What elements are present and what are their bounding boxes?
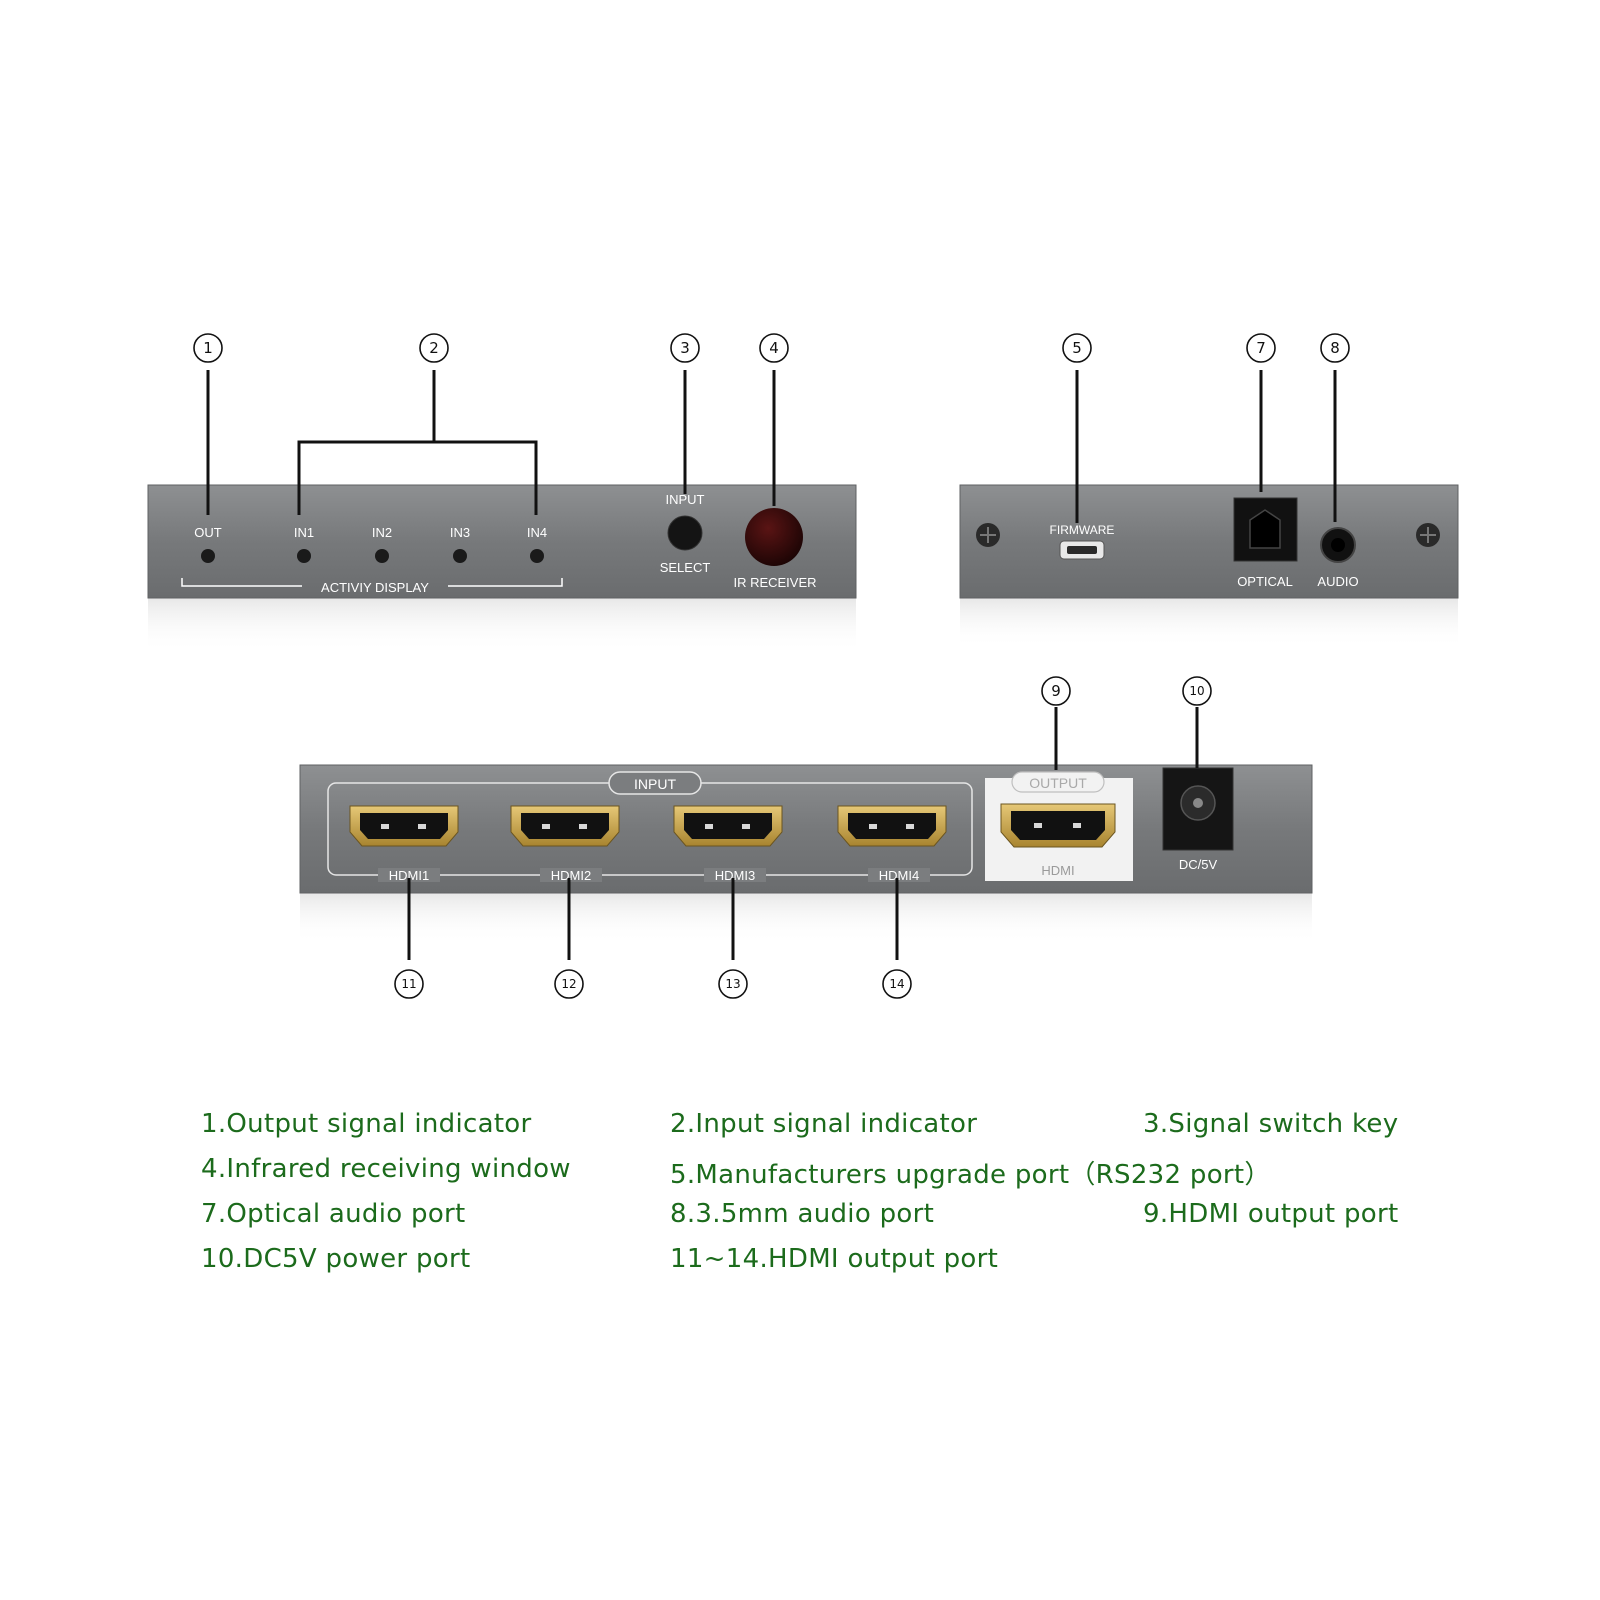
callout-1: 1 (193, 333, 223, 363)
legend-item-7: 7.Optical audio port (201, 1199, 466, 1229)
legend-item-1: 1.Output signal indicator (201, 1109, 532, 1139)
side-panel-body (959, 484, 1459, 599)
ir-receiver-label: IR RECEIVER (733, 575, 816, 590)
callout-11: 11 (394, 969, 424, 999)
callout-3: 3 (670, 333, 700, 363)
legend-item-9: 9.HDMI output port (1143, 1199, 1399, 1229)
side-panel: FIRMWARE OPTICAL AUDIO (959, 484, 1459, 648)
callout-2: 2 (419, 333, 449, 363)
firmware-label: FIRMWARE (1050, 523, 1115, 537)
led-out: OUT (194, 525, 222, 563)
legend-item-11-14: 11~14.HDMI output port (670, 1244, 999, 1274)
input-select-key[interactable] (667, 515, 703, 551)
svg-text:7: 7 (1256, 339, 1266, 357)
led-label-in2: IN2 (372, 525, 392, 540)
svg-text:13: 13 (725, 977, 740, 991)
hdmi3-label: HDMI3 (715, 868, 755, 883)
svg-text:4: 4 (769, 339, 779, 357)
svg-text:8: 8 (1330, 339, 1340, 357)
led-in3: IN3 (450, 525, 470, 563)
front-panel-body (147, 484, 857, 599)
callout-13: 13 (718, 969, 748, 999)
led-label-in3: IN3 (450, 525, 470, 540)
screw-icon (976, 523, 1000, 547)
hdmi1-label: HDMI1 (389, 868, 429, 883)
svg-text:11: 11 (401, 977, 416, 991)
svg-text:3: 3 (680, 339, 690, 357)
screw-icon (1416, 523, 1440, 547)
led-in4: IN4 (527, 525, 547, 563)
output-port-label: HDMI (1041, 863, 1074, 878)
svg-text:12: 12 (561, 977, 576, 991)
svg-text:2: 2 (429, 339, 439, 357)
hdmi2-label: HDMI2 (551, 868, 591, 883)
led-in1: IN1 (294, 525, 314, 563)
ir-receiver-window (745, 508, 803, 566)
callout-7: 7 (1246, 333, 1276, 363)
hdmi-input-3[interactable] (673, 805, 783, 847)
led-label-in1: IN1 (294, 525, 314, 540)
hdmi-output-port[interactable] (1000, 803, 1116, 848)
legend-item-2: 2.Input signal indicator (670, 1109, 978, 1139)
legend-item-10: 10.DC5V power port (201, 1244, 471, 1274)
svg-text:9: 9 (1051, 682, 1061, 700)
input-group-label: INPUT (634, 776, 676, 792)
led-label-out: OUT (194, 525, 222, 540)
leader-lines (206, 370, 1337, 960)
rear-panel-body (299, 764, 1313, 894)
audio-label: AUDIO (1317, 574, 1358, 589)
hdmi-input-4[interactable] (837, 805, 947, 847)
led-in2: IN2 (372, 525, 392, 563)
activity-display-label: ACTIVIY DISPLAY (321, 580, 429, 595)
legend-item-4: 4.Infrared receiving window (201, 1154, 571, 1184)
callout-12: 12 (554, 969, 584, 999)
callout-10: 10 (1182, 676, 1212, 706)
activity-bracket (181, 578, 563, 587)
led-label-in4: IN4 (527, 525, 547, 540)
callout-5: 5 (1062, 333, 1092, 363)
svg-text:5: 5 (1072, 339, 1082, 357)
hdmi4-label: HDMI4 (879, 868, 919, 883)
select-key-label: SELECT (660, 560, 711, 575)
rear-panel: INPUT HDMI1 HDMI2 HDMI3 HDMI (299, 764, 1313, 943)
input-key-label: INPUT (666, 492, 705, 507)
optical-label: OPTICAL (1237, 574, 1293, 589)
callout-8: 8 (1320, 333, 1350, 363)
callout-4: 4 (759, 333, 789, 363)
callout-14: 14 (882, 969, 912, 999)
hdmi-input-2[interactable] (510, 805, 620, 847)
legend-item-3: 3.Signal switch key (1143, 1109, 1399, 1139)
output-group-label: OUTPUT (1029, 775, 1087, 791)
callout-9: 9 (1041, 676, 1071, 706)
front-panel: OUT IN1 IN2 IN3 IN4 ACTIVIY DISPLAY INPU… (147, 484, 857, 653)
svg-text:10: 10 (1189, 684, 1204, 698)
hdmi-input-1[interactable] (349, 805, 459, 847)
legend-item-8: 8.3.5mm audio port (670, 1199, 935, 1229)
svg-text:1: 1 (203, 339, 213, 357)
dc5v-label: DC/5V (1179, 857, 1218, 872)
legend-item-5: 5.Manufacturers upgrade port（RS232 port） (670, 1160, 1271, 1190)
svg-text:14: 14 (889, 977, 904, 991)
